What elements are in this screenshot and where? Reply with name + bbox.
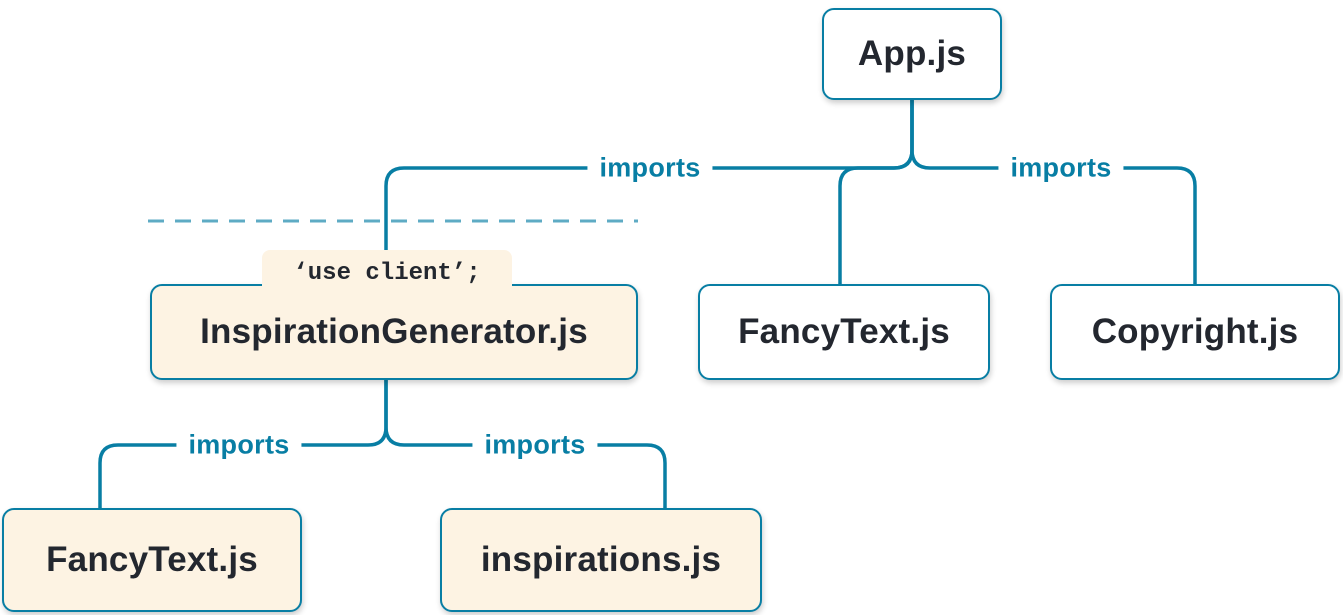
node-label: App.js [857,34,967,73]
node-label: Copyright.js [1091,312,1299,351]
node-fancy-text-js-top: FancyText.js [698,284,990,380]
edge-app-to-fancy-text [838,100,914,286]
node-inspiration-generator-js: InspirationGenerator.js [150,284,638,380]
use-client-directive-label: ‘use client’; [262,250,512,296]
node-copyright-js: Copyright.js [1050,284,1340,380]
node-fancy-text-js-bottom: FancyText.js [2,508,302,612]
node-label: InspirationGenerator.js [200,312,588,351]
imports-label-app-to-copyright: imports [998,152,1124,184]
edge-app-to-copyright [910,100,1197,286]
node-label: inspirations.js [480,540,722,579]
node-label: FancyText.js [738,312,950,351]
node-label: FancyText.js [46,540,258,579]
imports-label-app-to-inspiration-generator: imports [587,152,713,184]
node-app-js: App.js [822,8,1002,100]
imports-label-inspiration-generator-to-fancy-text: imports [176,429,302,461]
imports-label-inspiration-generator-to-inspirations: imports [472,429,598,461]
node-inspirations-js: inspirations.js [440,508,762,612]
